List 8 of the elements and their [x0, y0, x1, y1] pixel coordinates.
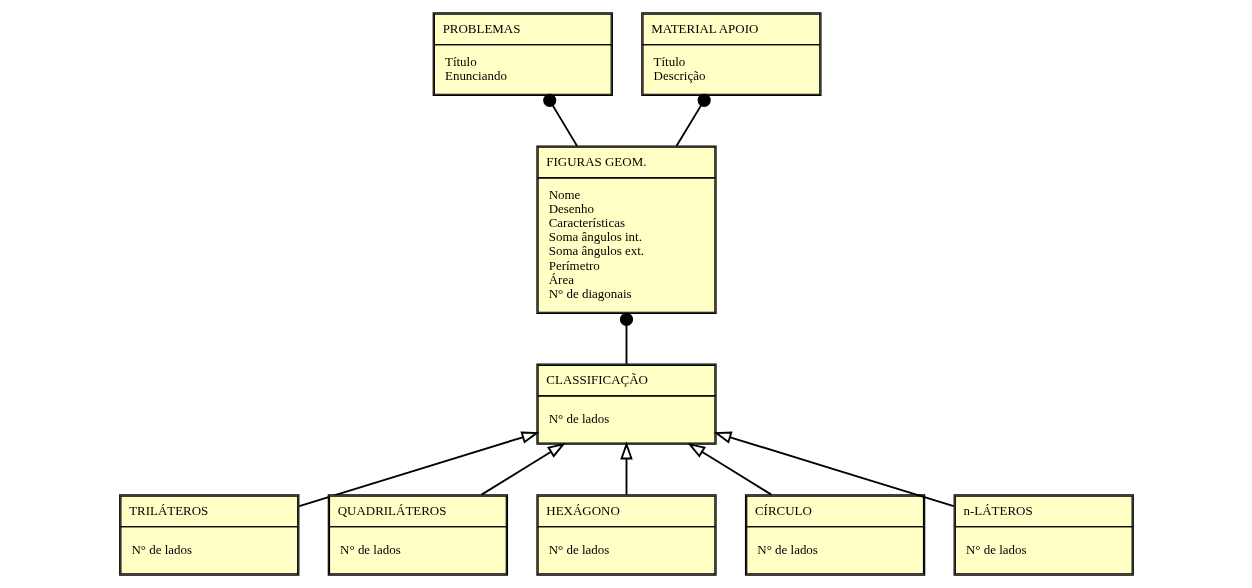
arrow: [480, 442, 566, 496]
arrow: [297, 431, 539, 508]
connector: [542, 93, 578, 147]
arrow: [713, 431, 955, 508]
connector: [619, 312, 633, 365]
arrow: [686, 442, 772, 496]
arrow: [619, 441, 633, 496]
connector: [675, 93, 711, 147]
